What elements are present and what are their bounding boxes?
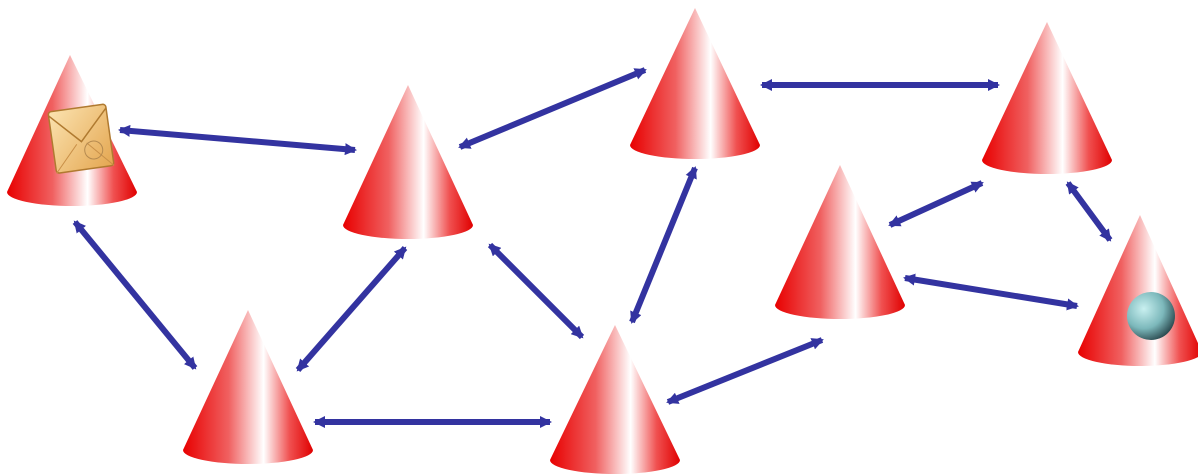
double-arrow-n7-n8 xyxy=(903,273,1079,311)
double-arrow-n3-n5 xyxy=(629,166,698,324)
links-layer xyxy=(72,67,1113,428)
cone-node-n2 xyxy=(343,85,473,239)
cone-node-n4 xyxy=(183,310,313,464)
cone-node-n5 xyxy=(550,325,680,474)
cone-icon xyxy=(775,165,905,319)
nodes-layer xyxy=(7,8,1198,474)
double-arrow-n2-n4 xyxy=(295,246,408,372)
sphere-icon xyxy=(1127,292,1175,340)
cone-node-n7 xyxy=(775,165,905,319)
cone-icon xyxy=(1078,215,1198,366)
cone-node-n1 xyxy=(7,55,137,206)
double-arrow-n6-n8 xyxy=(1065,181,1113,242)
double-arrow-n7-n6 xyxy=(888,180,984,228)
cone-node-n3 xyxy=(630,8,760,159)
cone-icon xyxy=(630,8,760,159)
envelope-icon xyxy=(47,103,115,174)
double-arrow-n2-n3 xyxy=(458,67,647,150)
cone-icon xyxy=(183,310,313,464)
double-arrow-n1-n2 xyxy=(118,124,357,156)
cone-icon xyxy=(343,85,473,239)
cone-icon xyxy=(550,325,680,474)
double-arrow-n5-n7 xyxy=(666,337,824,405)
cone-node-n8 xyxy=(1078,215,1198,366)
cone-icon xyxy=(982,22,1112,174)
cone-node-n6 xyxy=(982,22,1112,174)
double-arrow-n2-n5 xyxy=(487,242,585,340)
double-arrow-n1-n4 xyxy=(72,220,198,370)
